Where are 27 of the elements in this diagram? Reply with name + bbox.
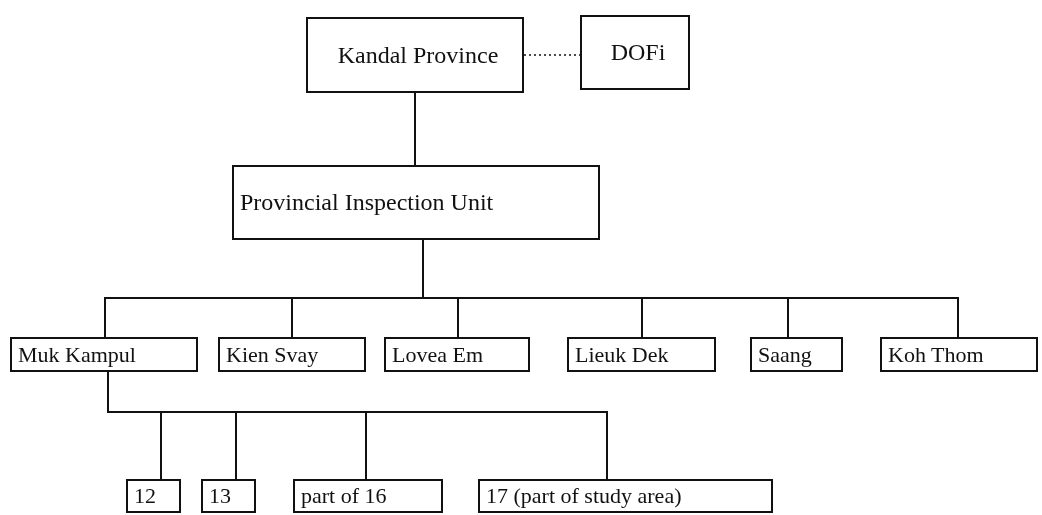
unit-name: 13 <box>209 483 231 509</box>
unit-name: 17 (part of study area) <box>486 483 682 509</box>
unit-name: Saang <box>758 341 812 368</box>
unit-name: Lovea Em <box>392 341 484 368</box>
unit-name: Provincial Inspection Unit <box>240 189 494 216</box>
org-box <box>478 479 773 513</box>
org-box <box>126 479 181 513</box>
org-box <box>567 337 716 372</box>
org-box <box>880 337 1038 372</box>
unit-name: Kandal Province <box>337 41 499 69</box>
org-box <box>384 337 530 372</box>
org-box <box>293 479 443 513</box>
org-box <box>580 15 690 90</box>
unit-name: Koh Thom <box>888 341 984 368</box>
connector-line <box>414 92 416 166</box>
unit-name: Kien Svay <box>226 341 319 368</box>
org-box <box>750 337 843 372</box>
org-box <box>10 337 198 372</box>
unit-name: part of 16 <box>301 483 387 509</box>
unit-name: DOFi <box>610 39 666 66</box>
unit-name: Lieuk Dek <box>575 341 669 368</box>
org-box <box>201 479 256 513</box>
org-box <box>218 337 366 372</box>
org-box <box>232 165 600 240</box>
org-box <box>306 17 524 93</box>
unit-name: 12 <box>134 483 156 509</box>
unit-name: Muk Kampul <box>18 341 136 368</box>
